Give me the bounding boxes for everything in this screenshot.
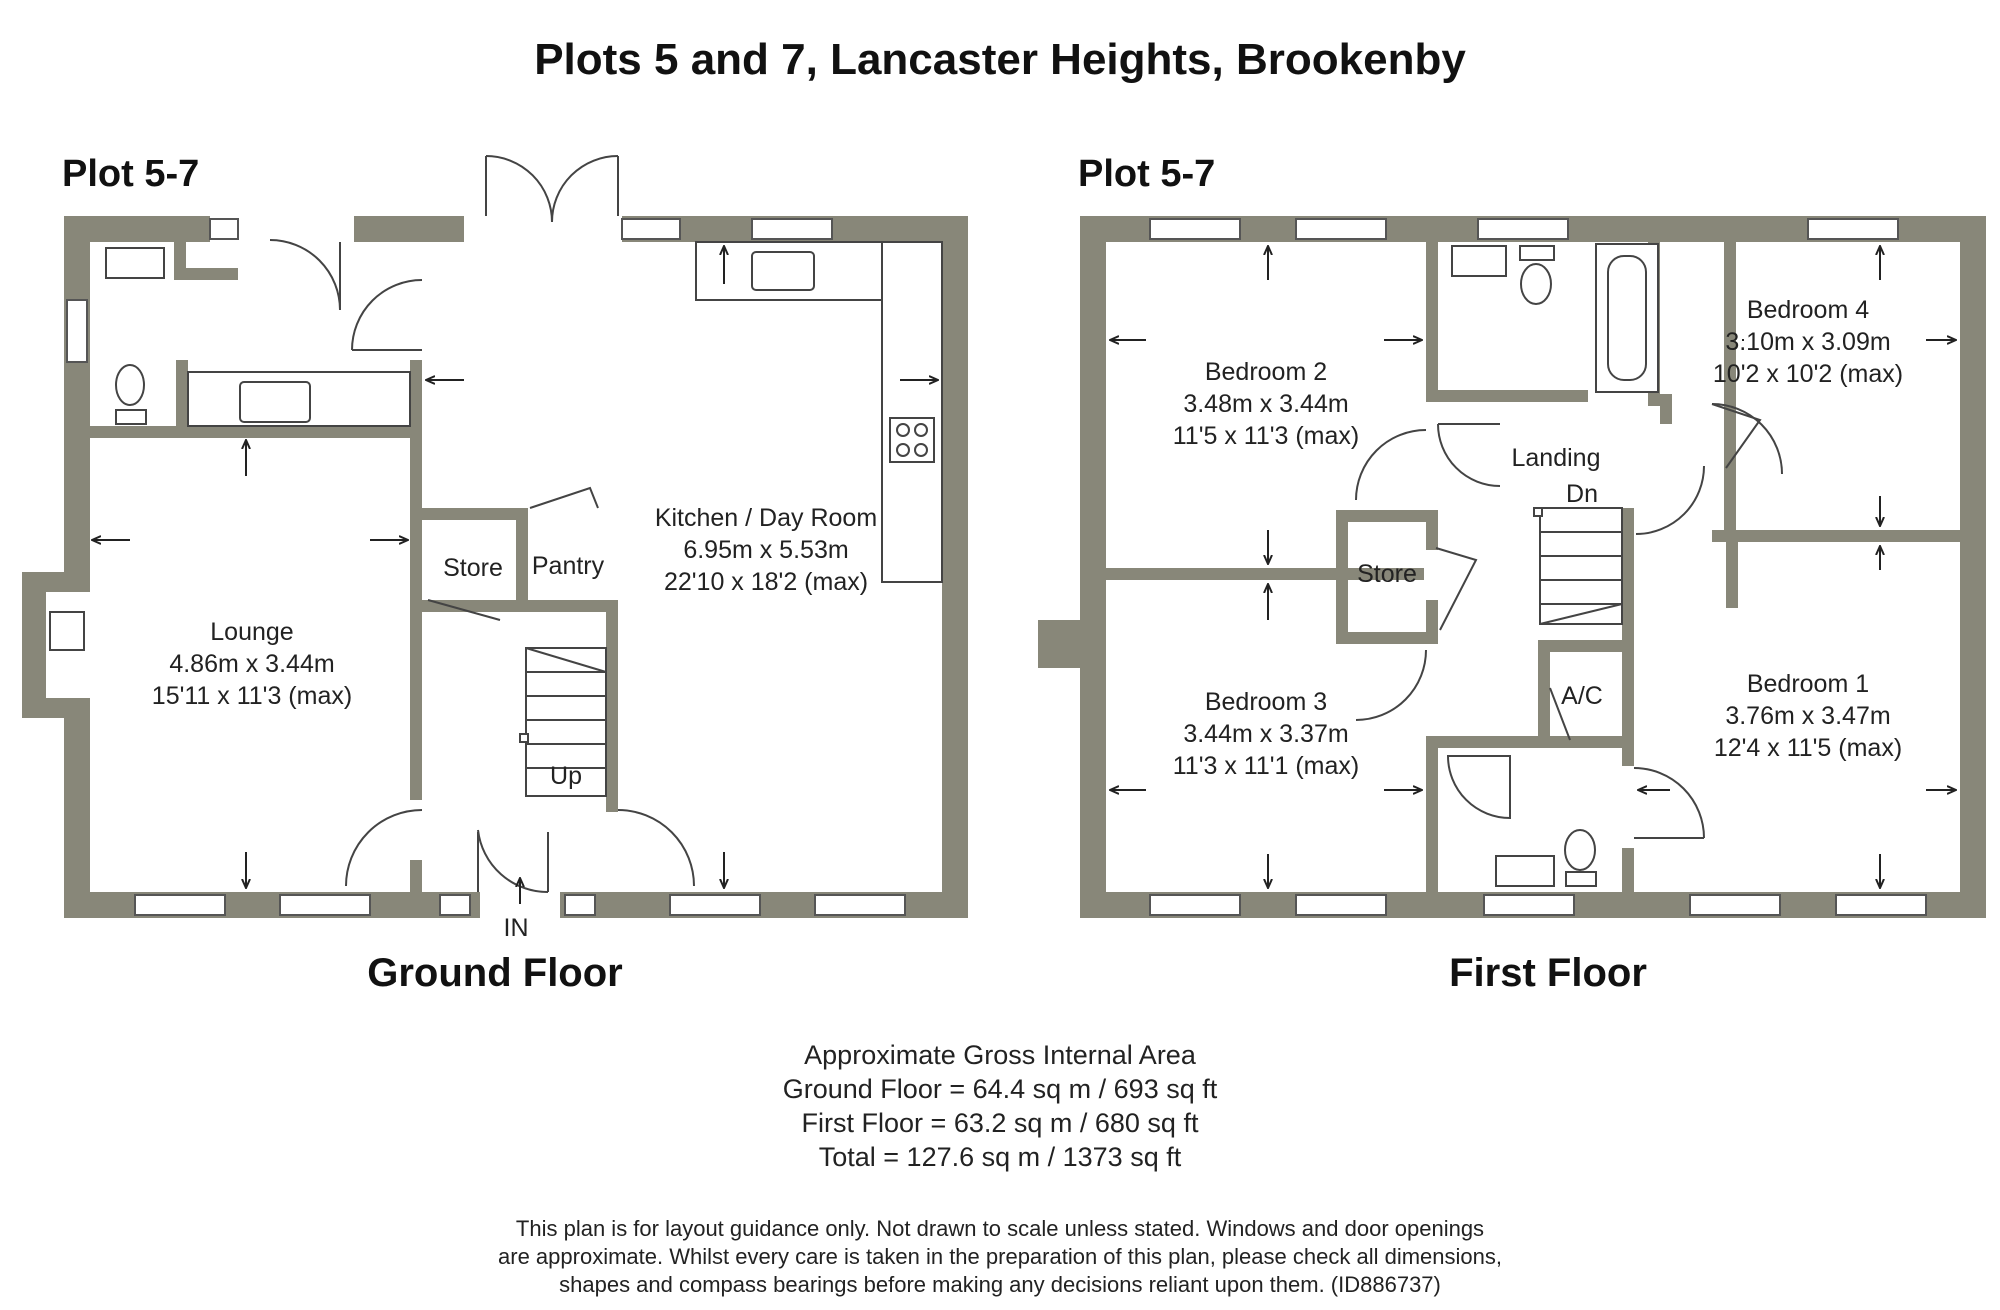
first-door-swings (1355, 403, 1783, 839)
disclaimer-line: are approximate. Whilst every care is ta… (498, 1244, 1502, 1269)
ground-dimension-arrows (92, 246, 938, 904)
ground-floor-plan: Plot 5-7 (22, 153, 968, 995)
landing-label: Landing (1512, 444, 1601, 472)
entrance-label: IN (504, 914, 529, 942)
room-lounge: Lounge 4.86m x 3.44m 15'11 x 11'3 (max) (152, 618, 352, 710)
bedroom2-metric: 3.48m x 3.44m (1183, 390, 1348, 418)
area-heading: Approximate Gross Internal Area (804, 1040, 1197, 1070)
room-bedroom-3: Bedroom 3 3.44m x 3.37m 11'3 x 11'1 (max… (1173, 688, 1359, 780)
bedroom3-imperial: 11'3 x 11'1 (max) (1173, 752, 1359, 780)
bedroom3-metric: 3.44m x 3.37m (1183, 720, 1348, 748)
area-total: Total = 127.6 sq m / 1373 sq ft (819, 1142, 1182, 1172)
first-fixtures (1446, 243, 1659, 887)
bedroom1-metric: 3.76m x 3.47m (1725, 702, 1890, 730)
lounge-name: Lounge (210, 618, 293, 646)
ground-stairs (519, 647, 607, 797)
ground-door-swings (269, 239, 695, 894)
ground-plot-label: Plot 5-7 (62, 153, 199, 195)
disclaimer-line: This plan is for layout guidance only. N… (516, 1216, 1484, 1241)
kitchen-name: Kitchen / Day Room (655, 504, 877, 532)
stairs-up-label: Up (550, 762, 582, 790)
ac-label: A/C (1561, 682, 1603, 710)
room-bedroom-1: Bedroom 1 3.76m x 3.47m 12'4 x 11'5 (max… (1714, 670, 1902, 762)
ground-floor-label: Ground Floor (367, 951, 623, 995)
room-bedroom-4: Bedroom 4 3.10m x 3.09m 10'2 x 10'2 (max… (1713, 296, 1903, 388)
first-stairs (1533, 507, 1623, 625)
disclaimer: This plan is for layout guidance only. N… (498, 1216, 1502, 1297)
bedroom4-imperial: 10'2 x 10'2 (max) (1713, 360, 1903, 388)
bedroom4-name: Bedroom 4 (1747, 296, 1869, 324)
lounge-imperial: 15'11 x 11'3 (max) (152, 682, 352, 710)
plan-title: Plots 5 and 7, Lancaster Heights, Brooke… (534, 35, 1466, 84)
ground-store-label: Store (443, 554, 503, 582)
room-kitchen: Kitchen / Day Room 6.95m x 5.53m 22'10 x… (655, 504, 877, 596)
first-floor-plan: Plot 5-7 (1038, 153, 1986, 995)
ground-fixtures (49, 241, 943, 651)
first-floor-label: First Floor (1449, 951, 1647, 995)
kitchen-imperial: 22'10 x 18'2 (max) (664, 568, 868, 596)
bedroom1-name: Bedroom 1 (1747, 670, 1869, 698)
stairs-down-label: Dn (1566, 480, 1598, 508)
area-summary: Approximate Gross Internal Area Ground F… (783, 1040, 1218, 1172)
pantry-label: Pantry (532, 552, 605, 580)
kitchen-metric: 6.95m x 5.53m (683, 536, 848, 564)
area-ground: Ground Floor = 64.4 sq m / 693 sq ft (783, 1074, 1218, 1104)
lounge-metric: 4.86m x 3.44m (169, 650, 334, 678)
bedroom2-name: Bedroom 2 (1205, 358, 1327, 386)
bedroom3-name: Bedroom 3 (1205, 688, 1327, 716)
first-windows (1149, 218, 1927, 916)
bedroom4-metric: 3.10m x 3.09m (1725, 328, 1890, 356)
bedroom2-imperial: 11'5 x 11'3 (max) (1173, 422, 1359, 450)
ground-french-doors (485, 155, 619, 223)
first-dimension-arrows (1110, 246, 1956, 888)
first-internal-walls (1106, 242, 1986, 892)
area-first: First Floor = 63.2 sq m / 680 sq ft (802, 1108, 1199, 1138)
disclaimer-line: shapes and compass bearings before makin… (559, 1272, 1441, 1297)
ground-internal-walls (90, 232, 618, 892)
room-bedroom-2: Bedroom 2 3.48m x 3.44m 11'5 x 11'3 (max… (1173, 358, 1359, 450)
bedroom1-imperial: 12'4 x 11'5 (max) (1714, 734, 1902, 762)
ground-windows (66, 218, 906, 916)
first-plot-label: Plot 5-7 (1078, 153, 1215, 195)
first-store-label: Store (1357, 560, 1417, 588)
